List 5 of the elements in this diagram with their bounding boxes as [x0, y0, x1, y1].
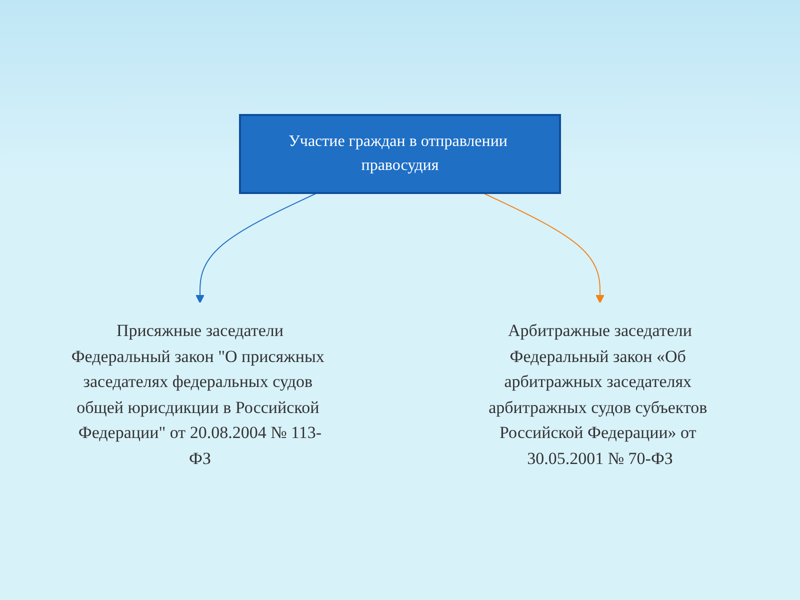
node-box: Участие граждан в отправлении правосудия [239, 114, 561, 194]
arrow [482, 192, 604, 303]
node-text: Арбитражные заседатели Федеральный закон «Об арбитражных заседателях арбитражных судов субъектов Российской Федерации» от 30.05.2001 № 70-ФЗ [488, 320, 708, 467]
node-text: Присяжные заседатели Федеральный закон "О присяжных заседателях федеральных судов общей юрисдикции в Российской Федерации" от 20.08.2004 № 113-ФЗ [71, 320, 324, 467]
arrow [196, 192, 318, 303]
